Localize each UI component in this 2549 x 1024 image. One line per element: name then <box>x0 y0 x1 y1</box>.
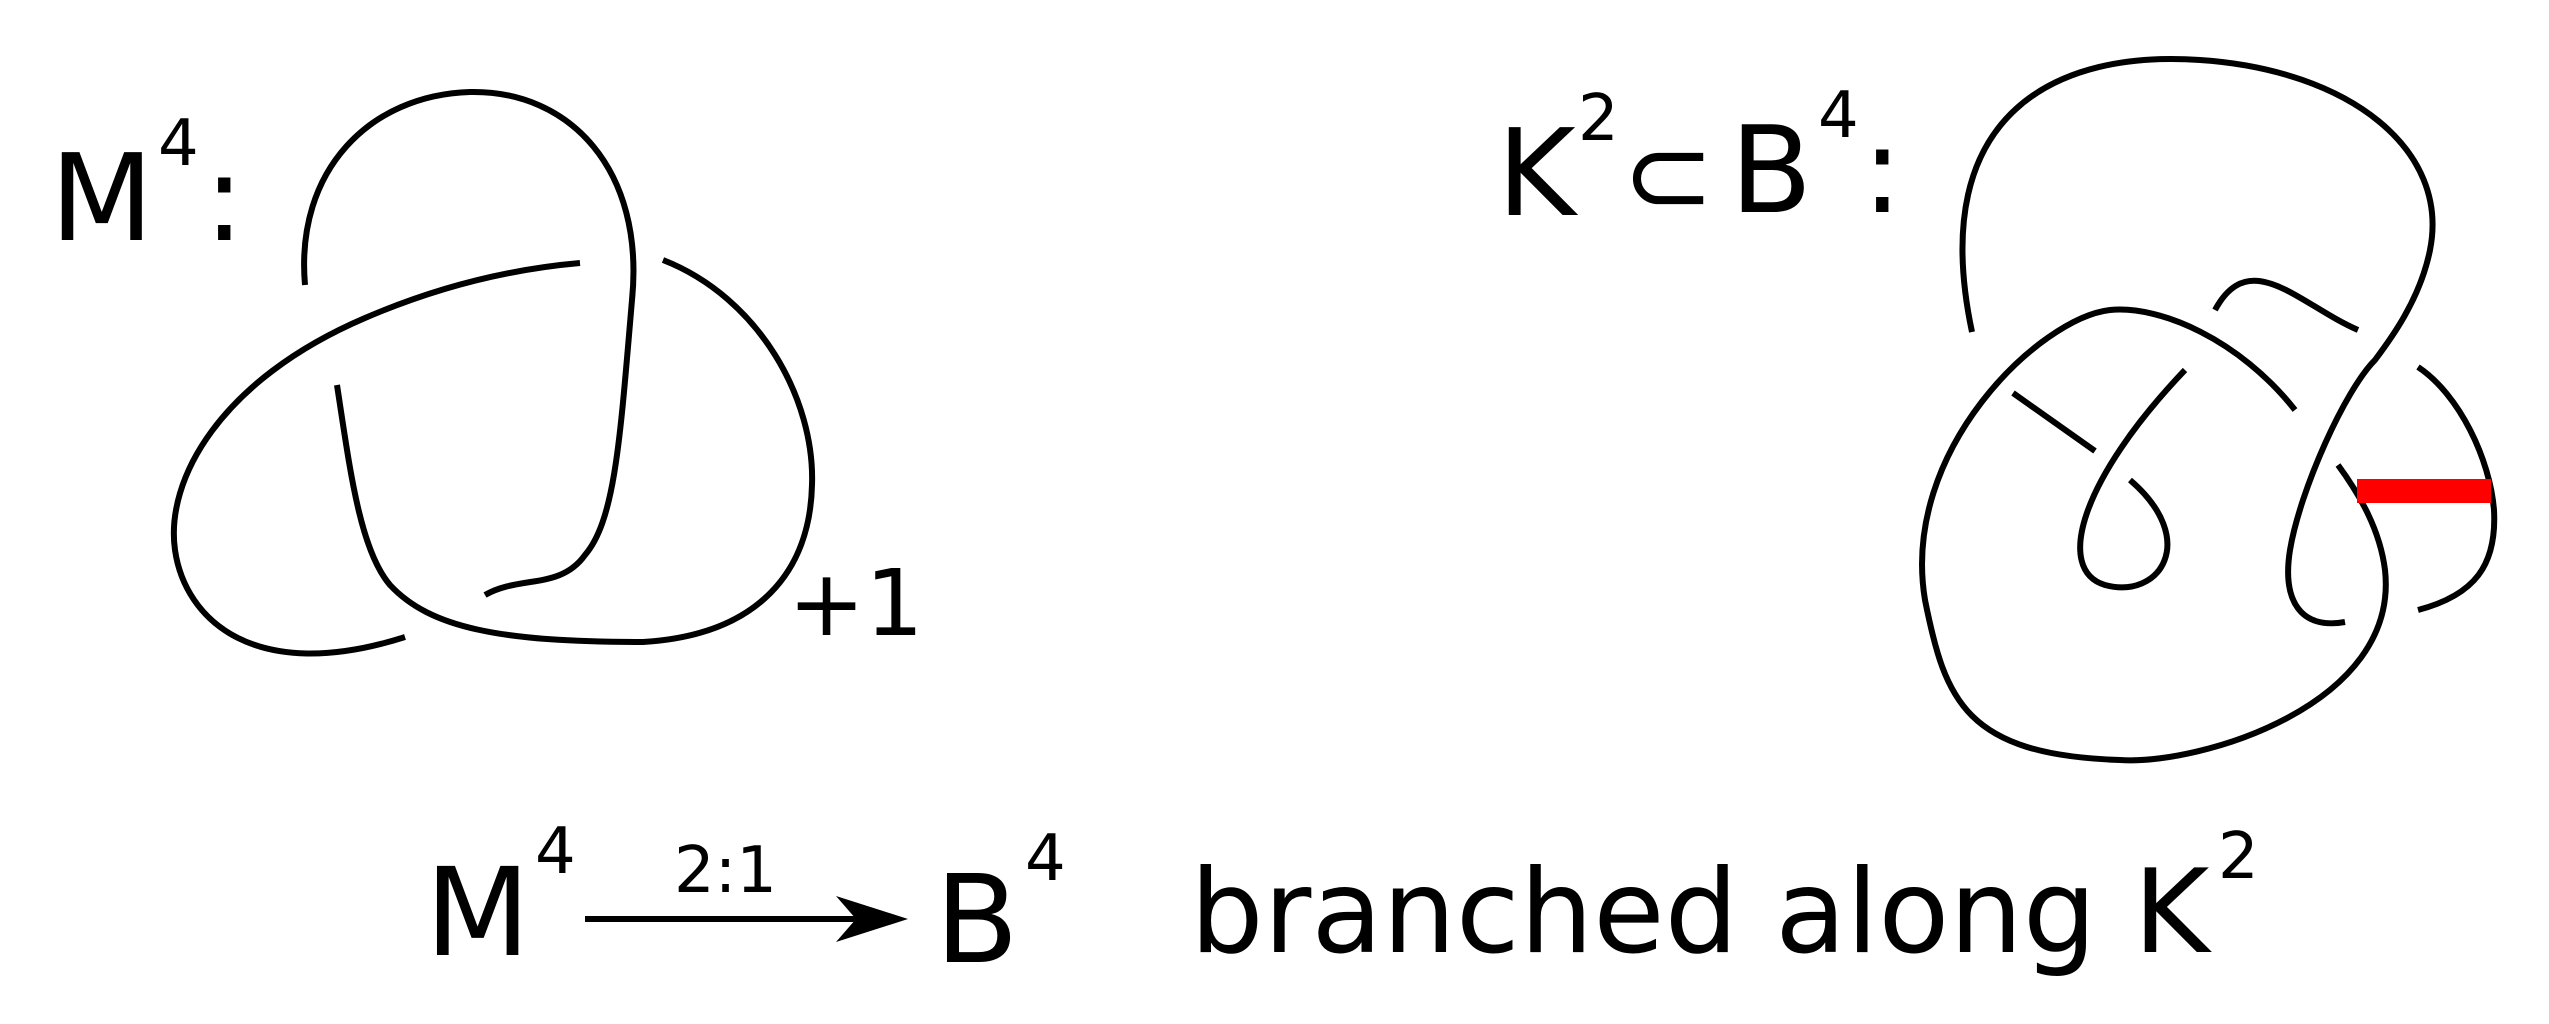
covering-arrow-head <box>836 896 908 942</box>
left-diagram: M 4 : +1 <box>50 88 924 657</box>
caption-b-sup: 4 <box>1025 822 1066 896</box>
caption-m: M <box>425 842 530 984</box>
right-diagram: K 2 ⊂ B 4 : <box>1497 56 2498 764</box>
trefoil-knot <box>170 88 816 657</box>
knot-right-arc <box>2416 364 2498 613</box>
knot-outer-arc <box>1959 56 2436 627</box>
knot-small-arc <box>2212 277 2360 333</box>
arrow-label: 2:1 <box>674 834 777 908</box>
left-label-sup: 4 <box>158 107 199 181</box>
caption-b: B <box>935 849 1019 991</box>
knot-main-loop <box>1919 306 2389 764</box>
trefoil-strand-1 <box>301 88 637 598</box>
knot-short-stroke <box>2011 390 2097 454</box>
right-label-subset: ⊂ <box>1622 111 1714 239</box>
right-label-colon: : <box>1862 102 1902 241</box>
caption: M 4 2:1 B 4 branched along K 2 <box>425 815 2259 991</box>
framing-coefficient: +1 <box>788 550 924 657</box>
ribbon-knot <box>1919 56 2498 764</box>
right-label-k: K <box>1497 105 1579 244</box>
right-label-b-sup: 4 <box>1818 79 1859 153</box>
knot-inner-loop <box>2077 367 2188 591</box>
trefoil-strand-2 <box>170 260 581 657</box>
caption-k-sup: 2 <box>2218 820 2259 894</box>
left-label-colon: : <box>204 130 244 269</box>
right-label-b: B <box>1730 102 1812 241</box>
caption-m-sup: 4 <box>535 815 576 889</box>
trefoil-strand-3 <box>334 257 816 645</box>
left-label-base: M <box>50 130 154 269</box>
caption-text: branched along K <box>1190 845 2212 980</box>
right-label-k-sup: 2 <box>1578 82 1619 156</box>
ribbon-band <box>2357 479 2491 503</box>
